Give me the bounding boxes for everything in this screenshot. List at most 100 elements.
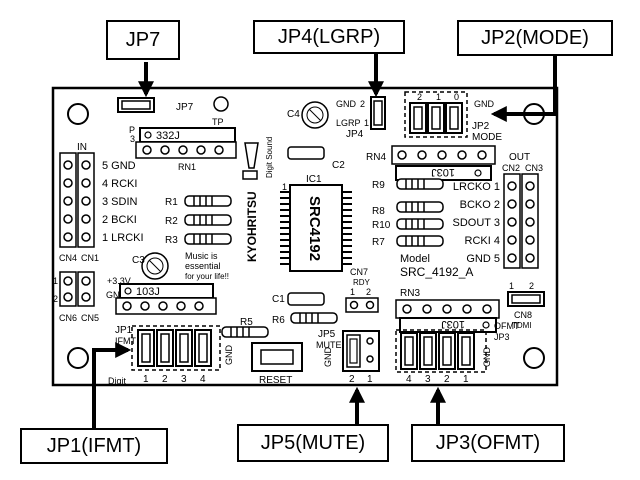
jp1-board-label: JP1 — [115, 325, 133, 336]
cn2-label: CN2 — [502, 163, 520, 173]
jp2-jumper-area — [404, 91, 468, 138]
c4-label: C4 — [287, 109, 300, 120]
r9-label: R9 — [372, 180, 385, 191]
jp5-gnd-label: GND — [323, 347, 333, 368]
jp7-callout: JP7 — [106, 20, 180, 60]
cn7-label: CN7 — [350, 267, 368, 277]
cn7-pin1-label: 1 — [350, 287, 355, 297]
in-pin-4: 4 RCKI — [102, 178, 137, 190]
r7-resistor — [396, 235, 444, 247]
cn1-label: CN1 — [81, 253, 99, 263]
jp1-callout: JP1(IFMT) — [20, 428, 168, 464]
test-point — [213, 96, 229, 112]
reset-label: RESET — [259, 375, 292, 386]
jp3-pin-3: 3 — [425, 374, 431, 385]
jp7-label: JP7 — [176, 102, 194, 113]
in-pin-5: 5 GND — [102, 160, 136, 172]
cn5-pin1-label: 1 — [53, 276, 58, 286]
jp2-gnd-label: GND — [474, 99, 495, 109]
in-pin-3: 3 SDIN — [102, 196, 138, 208]
jp2-pin1-label: 1 — [436, 92, 441, 102]
jp3-pin-1: 1 — [463, 374, 469, 385]
out-pin-4: RCKI 4 — [465, 235, 500, 247]
jp5-callout: JP5(MUTE) — [237, 424, 389, 462]
r8-resistor — [396, 201, 444, 213]
mounting-hole-bl — [67, 347, 89, 369]
jp3-pin-4: 4 — [406, 374, 412, 385]
jp7-pin3-label: 3 — [130, 134, 135, 144]
jp4-lgrp-label: LGRP — [336, 118, 361, 128]
r3-label: R3 — [165, 235, 178, 246]
out-header-label: OUT — [509, 152, 530, 163]
model-label: Model — [400, 253, 430, 265]
c1-capacitor — [287, 292, 325, 306]
jp3-jumper-area — [395, 329, 487, 373]
rn4-label: RN4 — [366, 152, 386, 163]
p-label: P — [129, 125, 135, 135]
r7-label: R7 — [372, 237, 385, 248]
in-pin-2: 2 BCKI — [102, 214, 137, 226]
jp5-pin-2: 2 — [349, 374, 355, 385]
r6-label: R6 — [272, 315, 285, 326]
in-pin-1: 1 LRCKI — [102, 232, 144, 244]
cn5-pin2-label: 2 — [53, 294, 58, 304]
cn8-label: CN8 — [514, 310, 532, 320]
cn8-pin1-label: 1 — [509, 281, 514, 291]
r3-resistor — [184, 233, 232, 245]
r1-resistor — [184, 195, 232, 207]
jp2-pin2-label: 2 — [417, 92, 422, 102]
chip-label: SRC4192 — [306, 196, 323, 261]
jp2-callout: JP2(MODE) — [457, 20, 613, 56]
rn-left-value: 103J — [136, 286, 160, 298]
jp3-ofmt-label: OFMT — [494, 321, 520, 331]
out-pin-1: LRCKO 1 — [453, 181, 500, 193]
c2-label: C2 — [332, 160, 345, 171]
r1-label: R1 — [165, 197, 178, 208]
rn-left-body — [119, 283, 214, 299]
cn7-pin2-label: 2 — [366, 287, 371, 297]
jp1-gnd-label: GND — [224, 345, 234, 366]
jp3-pin-2: 2 — [444, 374, 450, 385]
cn6-label: CN6 — [59, 313, 77, 323]
r6-resistor — [290, 312, 338, 324]
r5-resistor — [221, 326, 269, 338]
jp2-mode-label: MODE — [472, 132, 502, 143]
r9-resistor — [396, 178, 444, 190]
rn3-value: 103J — [441, 318, 465, 330]
rn4-value: 103J — [431, 166, 455, 178]
c2-capacitor — [287, 146, 325, 160]
mounting-hole-tl — [67, 103, 89, 125]
r2-resistor — [184, 214, 232, 226]
cn5-label: CN5 — [81, 313, 99, 323]
r8-label: R8 — [372, 206, 385, 217]
out-pin-2: BCKO 2 — [460, 199, 500, 211]
jp4-pin2-label: 2 — [360, 99, 365, 109]
in-header-label: IN — [77, 142, 87, 153]
cn4-label: CN4 — [59, 253, 77, 263]
jp1-ifmt-label: IFMT — [115, 336, 136, 346]
r2-label: R2 — [165, 216, 178, 227]
jp5-mute-label: MUTE — [316, 340, 342, 350]
jp1-jumper-area — [131, 325, 221, 371]
rn1-body — [139, 127, 236, 143]
tp-label: TP — [212, 117, 224, 127]
jp1-pin-2: 2 — [162, 374, 168, 385]
music-line-2: essential — [185, 261, 221, 271]
jp1-pin-1: 1 — [143, 374, 149, 385]
rn3-label: RN3 — [400, 288, 420, 299]
jp2-board-label: JP2 — [472, 121, 490, 132]
jp5-pin-1: 1 — [367, 374, 373, 385]
jp5-board-label: JP5 — [318, 329, 336, 340]
jp1-pin-4: 4 — [200, 374, 206, 385]
r10-label: R10 — [372, 220, 391, 231]
jp2-pin0-label: 0 — [454, 92, 459, 102]
brand-label: KYOHRITSU — [245, 191, 259, 262]
music-line-3: for your life!! — [185, 272, 229, 281]
jp4-gnd-label: GND — [336, 99, 357, 109]
cn8-pin2-label: 2 — [529, 281, 534, 291]
jp3-board-label: JP3 — [494, 332, 510, 342]
jp3-gnd-label: GND — [482, 347, 492, 368]
jp4-pin1-label: 1 — [364, 118, 369, 128]
jp4-board-label: JP4 — [346, 129, 364, 140]
